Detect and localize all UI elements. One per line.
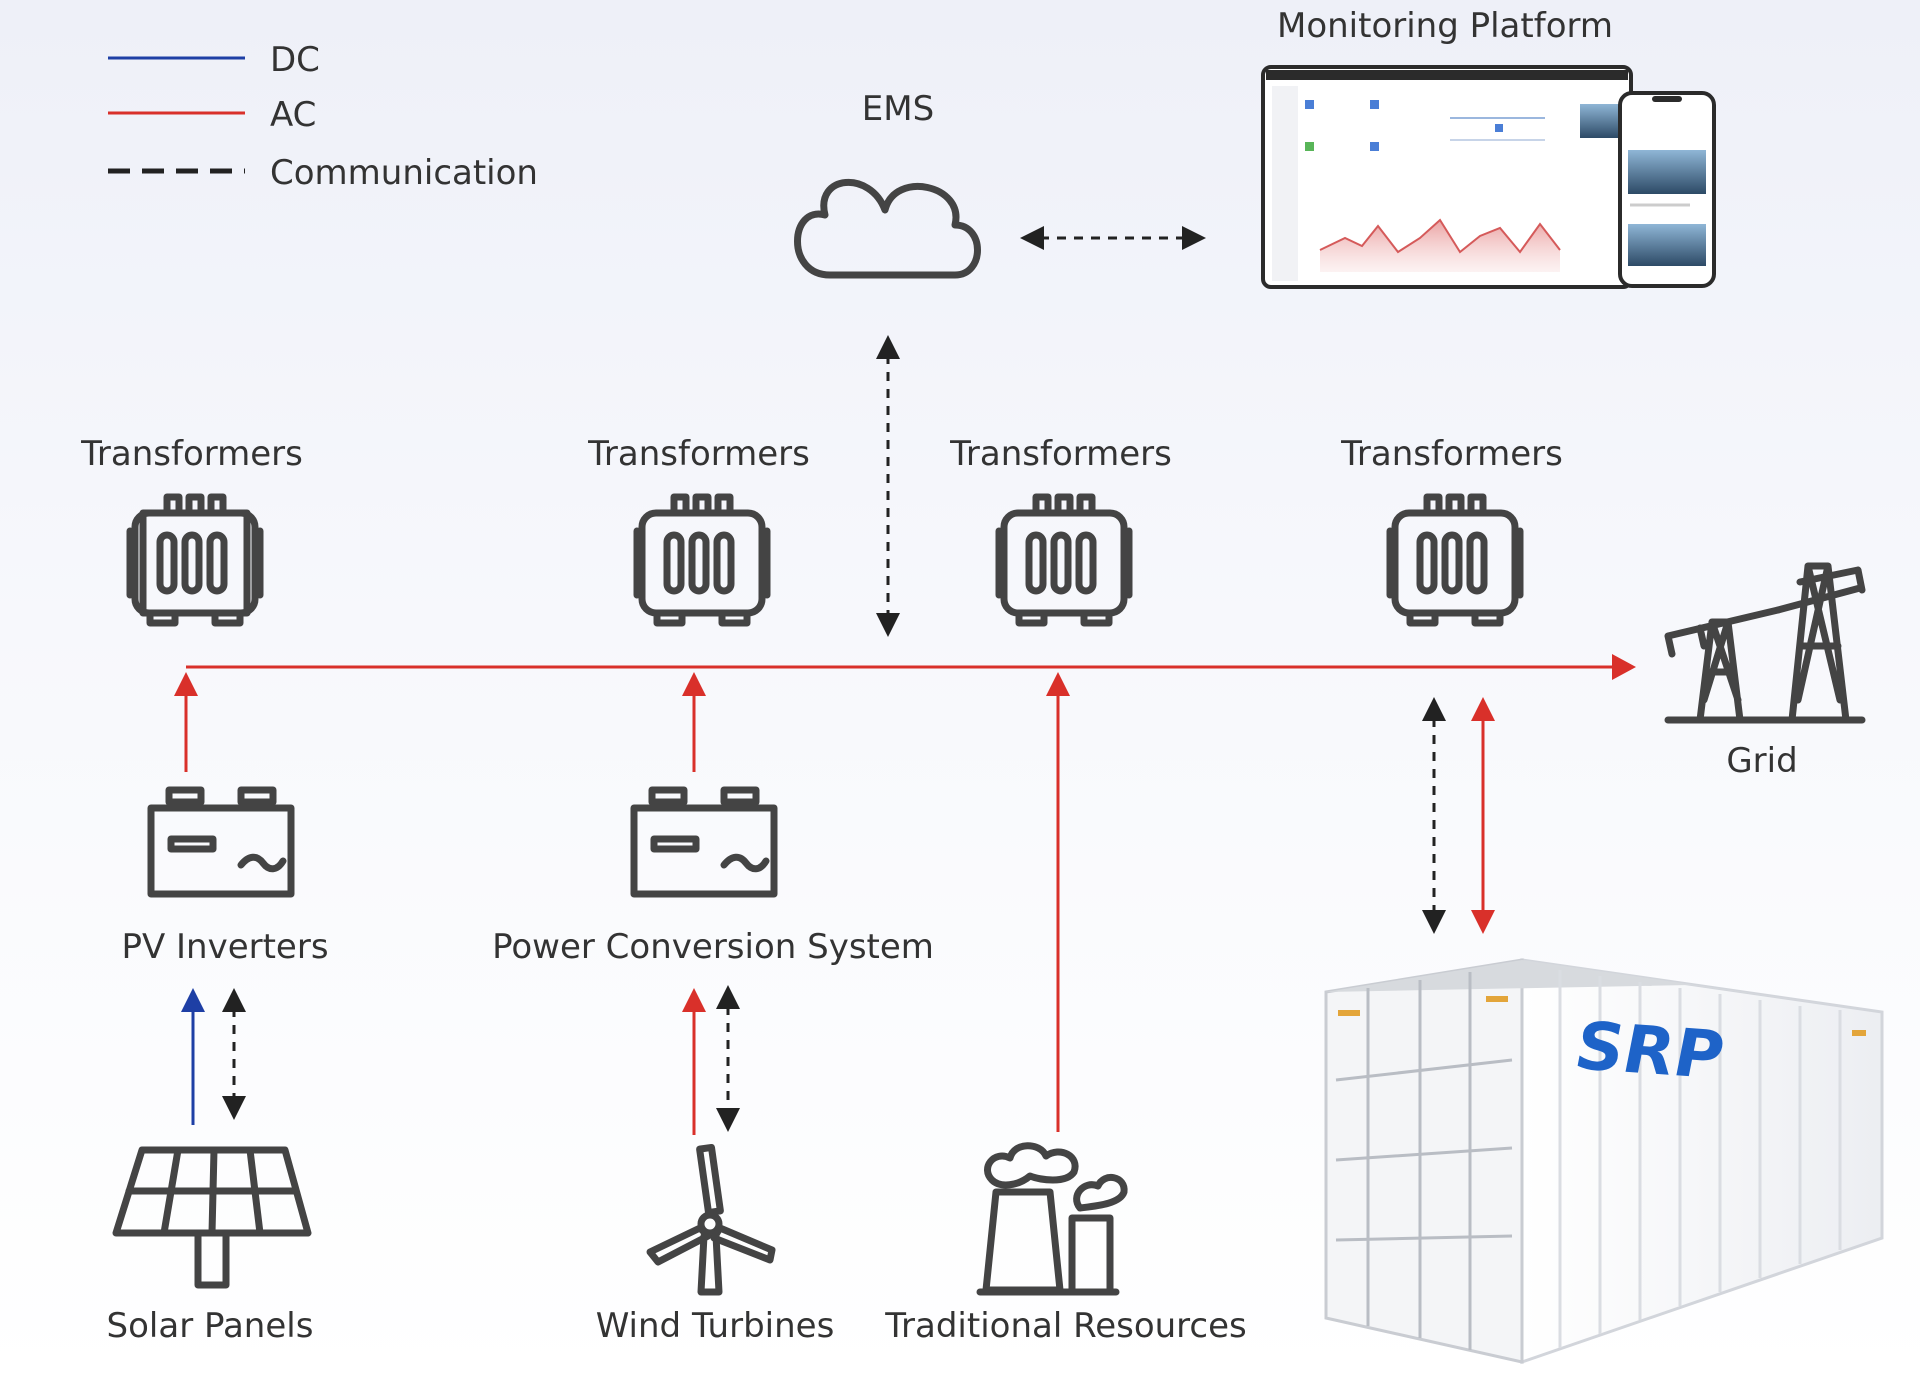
transformer-icon <box>633 493 771 627</box>
cloud-icon <box>794 179 981 279</box>
inverter-icon <box>630 786 778 898</box>
ac-bus <box>186 654 1636 680</box>
inverter-icon <box>147 786 295 898</box>
transmission-tower-icon <box>1664 562 1866 724</box>
traditional-resources-label: Traditional Resources <box>884 1306 1246 1346</box>
power-conversion-system-label: Power Conversion System <box>492 927 934 967</box>
ems-bus-link <box>876 335 900 637</box>
transformer-icon <box>1386 493 1524 627</box>
monitoring-platform-label: Monitoring Platform <box>1277 6 1613 46</box>
legend-dc-label: DC <box>270 40 320 80</box>
wind-turbines-label: Wind Turbines <box>596 1306 835 1346</box>
legend-ac-label: AC <box>270 95 316 135</box>
legend: DC AC Communication <box>108 40 538 193</box>
storage-ac-link <box>1471 697 1495 934</box>
storage-comm-link <box>1422 697 1446 934</box>
transformers-label-4: Transformers <box>1340 434 1563 474</box>
traditional-ac-link <box>1046 672 1070 1132</box>
transformers-label-1: Transformers <box>80 434 303 474</box>
solar-dc-link <box>181 988 205 1125</box>
transformer-icon <box>126 493 264 627</box>
container-logo: SRP <box>1577 1007 1724 1094</box>
pv-inverter-ac-link <box>174 672 198 772</box>
solar-panel-icon <box>112 1146 312 1289</box>
pcs-ac-link <box>682 672 706 772</box>
grid-label: Grid <box>1726 741 1797 781</box>
wind-comm-link <box>716 985 740 1132</box>
laptop-phone-icon <box>1261 65 1716 289</box>
ems-monitoring-link <box>1020 226 1206 250</box>
power-plant-icon <box>976 1142 1128 1296</box>
pv-inverters-label: PV Inverters <box>121 927 328 967</box>
wind-ac-link <box>682 988 706 1135</box>
transformers-label-2: Transformers <box>587 434 810 474</box>
transformers-label-3: Transformers <box>949 434 1172 474</box>
transformer-icon <box>995 493 1133 627</box>
legend-communication-label: Communication <box>270 153 538 193</box>
solar-panels-label: Solar Panels <box>107 1306 314 1346</box>
battery-container-icon: SRP <box>1324 958 1884 1365</box>
solar-comm-link <box>222 988 246 1120</box>
wind-turbine-icon <box>646 1143 776 1296</box>
ems-label: EMS <box>862 89 934 129</box>
